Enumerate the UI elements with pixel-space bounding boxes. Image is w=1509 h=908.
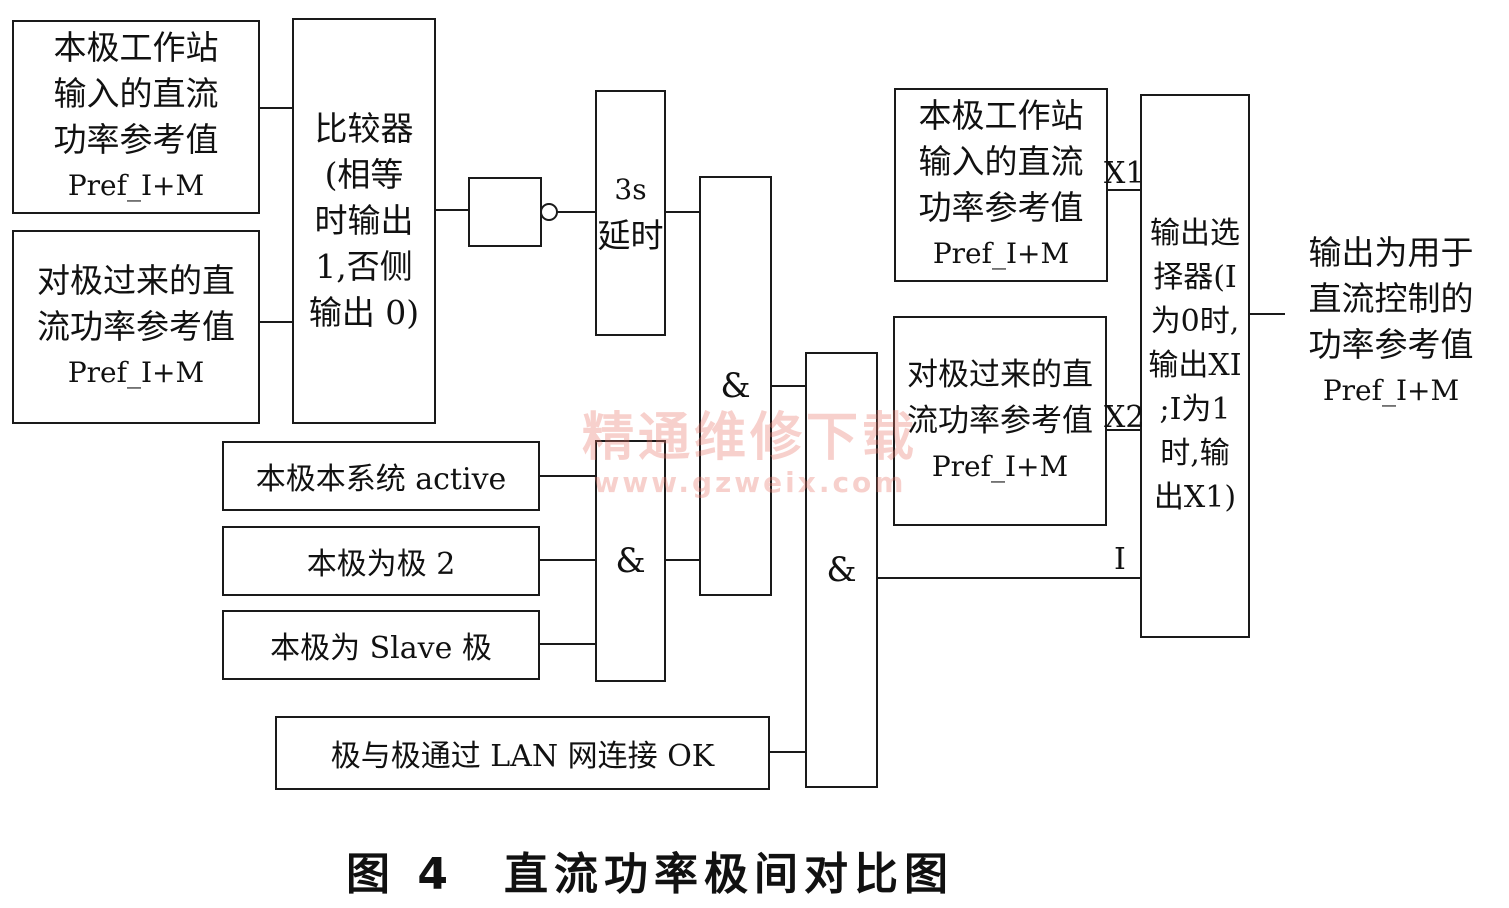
output-line-1: 输出为用于 — [1308, 233, 1474, 272]
x2-ref-line-2: 流功率参考值 — [907, 403, 1093, 439]
comparator-line-5: 输出 0) — [308, 293, 420, 332]
remote-power-reference-block: 对极过来的直 流功率参考值 Pref_I+M — [12, 230, 260, 424]
local-ref-line-1: 本极工作站 — [53, 28, 219, 67]
delay-3s-block: 3s 延时 — [595, 90, 666, 336]
and-gate-main-symbol: & — [720, 366, 751, 406]
x1-local-reference-block: 本极工作站 输入的直流 功率参考值 Pref_I+M — [894, 88, 1108, 282]
delay-line-1: 3s — [614, 173, 647, 206]
and-gate-final: & — [805, 352, 878, 788]
selector-line-6: 时,输 — [1160, 436, 1230, 471]
remote-ref-line-2: 流功率参考值 — [37, 307, 235, 346]
comparator-block: 比较器 (相等 时输出 1,否侧 输出 0) — [292, 18, 436, 424]
delay-line-2: 延时 — [597, 216, 664, 255]
selector-line-4: 输出XI — [1148, 348, 1242, 383]
x2-ref-line-3: Pref_I+M — [931, 450, 1069, 483]
comparator-line-4: 1,否侧 — [315, 247, 413, 286]
remote-ref-line-3: Pref_I+M — [67, 356, 205, 389]
selector-line-2: 择器(I — [1153, 260, 1237, 295]
lan-connection-block: 极与极通过 LAN 网连接 OK — [275, 716, 770, 790]
and-gate-main: & — [699, 176, 772, 596]
selector-line-3: 为0时, — [1150, 304, 1240, 339]
not-gate-bubble — [540, 203, 558, 221]
local-ref-line-3: 功率参考值 — [53, 120, 219, 159]
x1-ref-line-4: Pref_I+M — [932, 237, 1070, 270]
active-system-label: 本极本系统 active — [255, 462, 507, 497]
not-gate — [468, 177, 542, 247]
pole2-block: 本极为极 2 — [222, 526, 540, 596]
i-input-label: I — [1114, 542, 1126, 577]
slave-pole-block: 本极为 Slave 极 — [222, 610, 540, 680]
output-line-3: 功率参考值 — [1308, 325, 1474, 364]
selector-line-7: 出X1) — [1153, 480, 1237, 515]
output-line-4: Pref_I+M — [1322, 374, 1460, 407]
x1-ref-line-2: 输入的直流 — [918, 142, 1084, 181]
comparator-line-1: 比较器 — [314, 109, 414, 148]
selector-line-1: 输出选 — [1150, 216, 1240, 251]
and-gate-conditions-symbol: & — [615, 541, 646, 581]
slave-pole-label: 本极为 Slave 极 — [270, 631, 492, 666]
output-description: 输出为用于 直流控制的 功率参考值 Pref_I+M — [1285, 230, 1497, 414]
x1-input-label: X1 — [1104, 156, 1145, 191]
x2-ref-line-1: 对极过来的直 — [907, 357, 1093, 393]
and-gate-final-symbol: & — [826, 550, 857, 590]
comparator-line-3: 时输出 — [314, 201, 414, 240]
local-power-reference-block: 本极工作站 输入的直流 功率参考值 Pref_I+M — [12, 20, 260, 214]
selector-line-5: ;I为1 — [1159, 392, 1231, 427]
comparator-line-2: (相等 — [324, 155, 404, 194]
remote-ref-line-1: 对极过来的直 — [37, 261, 235, 300]
x1-ref-line-3: 功率参考值 — [918, 188, 1084, 227]
and-gate-conditions: & — [595, 440, 666, 682]
lan-connection-label: 极与极通过 LAN 网连接 OK — [330, 739, 715, 774]
active-system-block: 本极本系统 active — [222, 441, 540, 511]
figure-caption: 图 4 直流功率极间对比图 — [346, 849, 954, 900]
output-selector-block: 输出选 择器(I 为0时, 输出XI ;I为1 时,输 出X1) — [1140, 94, 1250, 638]
x2-input-label: X2 — [1104, 400, 1145, 435]
x1-ref-line-1: 本极工作站 — [918, 96, 1084, 135]
local-ref-line-2: 输入的直流 — [53, 74, 219, 113]
x2-remote-reference-block: 对极过来的直 流功率参考值 Pref_I+M — [893, 316, 1107, 526]
output-line-2: 直流控制的 — [1308, 279, 1474, 318]
local-ref-line-4: Pref_I+M — [67, 169, 205, 202]
pole2-label: 本极为极 2 — [306, 547, 456, 582]
